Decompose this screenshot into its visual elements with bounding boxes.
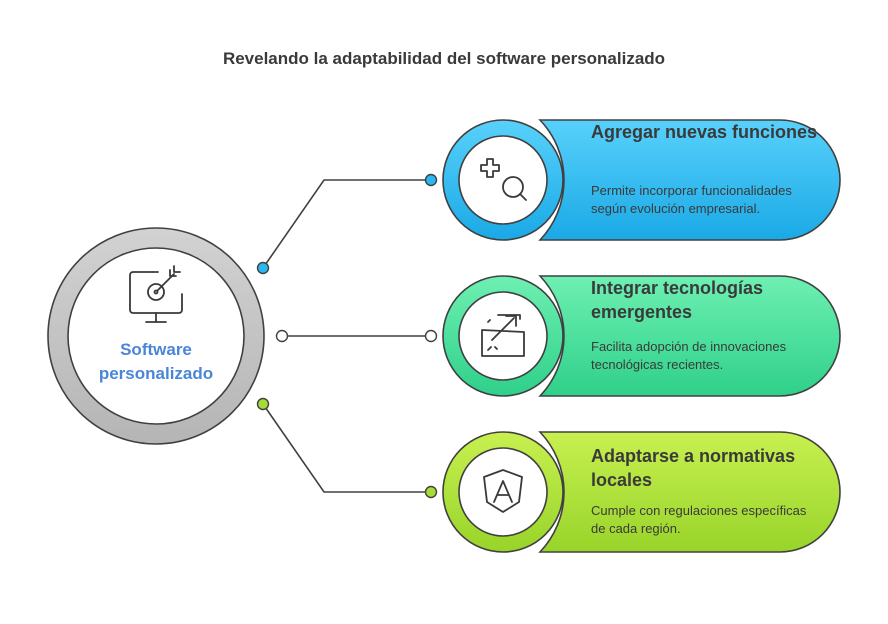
monitor-target-icon [129, 265, 183, 323]
card-2 [442, 275, 841, 397]
angular-shield-icon [483, 469, 523, 513]
card-3-title: Adaptarse a normativas locales [591, 446, 796, 490]
card-3 [442, 431, 841, 553]
connector-1 [256, 173, 438, 275]
connector-2 [275, 329, 438, 343]
card-2-title: Integrar tecnologías emergentes [591, 278, 764, 322]
diagram-title: Revelando la adaptabilidad del software … [222, 49, 666, 68]
tech-arrow-icon [481, 314, 525, 357]
hub-label: Software personalizado [98, 340, 214, 383]
add-search-icon [480, 158, 527, 201]
card-2-description: Facilita adopción de innovaciones tecnol… [591, 339, 787, 372]
hub-circle [47, 227, 265, 445]
card-1-title: Agregar nuevas funciones [591, 122, 818, 142]
card-1-description: Permite incorporar funcionalidades según… [591, 183, 792, 216]
card-3-description: Cumple con regulaciones específicas de c… [591, 503, 807, 536]
card-1 [442, 119, 841, 241]
connector-3 [256, 397, 438, 499]
